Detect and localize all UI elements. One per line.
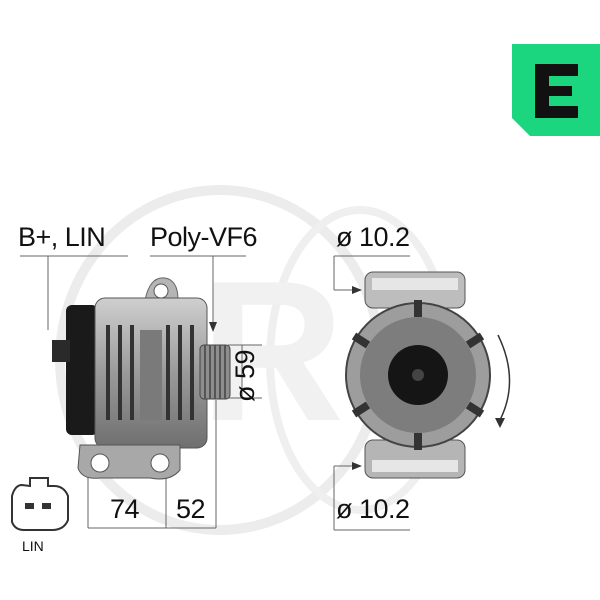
dimension-74: 74 [110,494,140,524]
plug-label: LIN [22,538,44,554]
mount-bottom-diameter: ø 10.2 [336,494,410,524]
pulley-diameter: ø 59 [230,349,260,402]
connector-label: B+, LIN [18,222,106,252]
dimension-52: 52 [176,494,206,524]
pulley-label: Poly-VF6 [150,222,258,252]
mount-top-diameter: ø 10.2 [336,222,410,252]
